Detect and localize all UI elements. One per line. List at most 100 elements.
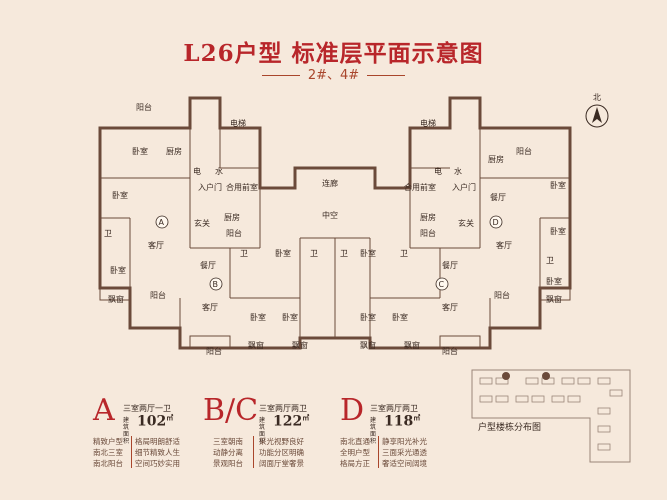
legend-bc-f2-0: 采光视野良好 bbox=[259, 437, 304, 446]
unit-badge-d-text: D bbox=[493, 218, 499, 227]
label-bay-d: 飘窗 bbox=[546, 294, 562, 304]
label-dining-c: 餐厅 bbox=[442, 261, 458, 270]
legend-bc-features-2: 采光视野良好 功能分区明确 阔面厅堂奢景 bbox=[259, 436, 304, 469]
legend-d-features-2: 静享阳光补光 三面采光通透 奢适空间阔境 bbox=[382, 436, 427, 469]
label-bedroom-c2: 卧室 bbox=[360, 312, 376, 322]
label-dining-b: 餐厅 bbox=[200, 261, 216, 270]
legend-bc-f2-1: 功能分区明确 bbox=[259, 448, 304, 457]
legend-a-features-1: 精致户型 南北三室 南北阳台 bbox=[93, 436, 123, 469]
legend-a-f2-2: 空间巧妙实用 bbox=[135, 459, 180, 468]
label-balcony-b-small: 阳台 bbox=[226, 228, 242, 238]
label-bay-a: 飘窗 bbox=[108, 294, 124, 304]
legend-d-features-1: 南北直通 全明户型 格局方正 bbox=[340, 436, 370, 469]
unit-badge-a-text: A bbox=[159, 218, 165, 227]
legend-d-f2-2: 奢适空间阔境 bbox=[382, 459, 427, 468]
legend-d-area-unit: ㎡ bbox=[413, 413, 421, 422]
legend-bc-area: 122㎡ bbox=[273, 413, 309, 430]
north-compass: 北 bbox=[584, 92, 610, 133]
site-buildings bbox=[479, 377, 623, 451]
label-kitchen-d: 厨房 bbox=[488, 154, 504, 164]
label-bedroom-b2: 卧室 bbox=[250, 312, 266, 322]
label-bedroom-b1: 卧室 bbox=[275, 248, 291, 258]
legend-bc-letter: B/C bbox=[203, 393, 259, 428]
bay-window-a bbox=[99, 287, 131, 301]
label-bath-b2: 卫 bbox=[310, 249, 318, 258]
legend-a-letter: A bbox=[93, 393, 115, 428]
subtitle-right-rule bbox=[367, 75, 406, 76]
building-markers bbox=[502, 372, 550, 380]
legend-bc-area-label-1: 建筑 bbox=[259, 417, 266, 431]
label-kitchen-c: 厨房 bbox=[420, 212, 436, 222]
legend-bc-f1-2: 景观阳台 bbox=[213, 459, 243, 468]
label-bath-b1: 卫 bbox=[240, 249, 248, 258]
legend-d-area: 118㎡ bbox=[384, 413, 420, 430]
unit-badge-d bbox=[489, 215, 503, 229]
label-living-c: 客厅 bbox=[442, 302, 458, 312]
label-atrium: 中空 bbox=[322, 210, 338, 220]
legend-bc-f1-1: 动静分离 bbox=[213, 448, 243, 457]
label-elec-right: 电 bbox=[434, 166, 442, 176]
legend-d-f1-2: 格局方正 bbox=[340, 459, 370, 468]
sitemap-label: 户型楼栋分布图 bbox=[478, 423, 542, 433]
label-kitchen-a: 厨房 bbox=[166, 146, 182, 156]
legend-a-area: 102㎡ bbox=[137, 413, 173, 430]
legend-a-f1-1: 南北三室 bbox=[93, 448, 123, 457]
label-bedroom-a-mid: 卧室 bbox=[112, 190, 128, 200]
label-balcony-d-bottom: 阳台 bbox=[494, 290, 510, 300]
legend-bc-divider bbox=[253, 436, 254, 468]
building-distribution-map bbox=[471, 369, 631, 463]
legend-a-area-label: 建筑 面积 bbox=[123, 417, 129, 445]
legend-a-area-label-1: 建筑 bbox=[123, 417, 130, 431]
label-bay-b: 飘窗 bbox=[248, 340, 264, 350]
label-corridor: 连廊 bbox=[322, 178, 338, 188]
bay-window-b bbox=[189, 335, 231, 349]
label-water-right: 水 bbox=[454, 166, 462, 176]
legend-a-area-unit: ㎡ bbox=[166, 413, 174, 422]
legend-d-area-value: 118 bbox=[384, 413, 414, 430]
legend-bc-features-1: 三室朝南 动静分离 景观阳台 bbox=[213, 436, 243, 469]
legend-bc-area-value: 122 bbox=[273, 413, 303, 430]
label-bath-a: 卫 bbox=[104, 229, 112, 238]
compass-arrow-icon bbox=[585, 104, 609, 128]
bay-window-c bbox=[439, 335, 481, 349]
legend-a-area-label-2: 面积 bbox=[123, 431, 130, 445]
legend-a-f2-1: 细节精致人生 bbox=[135, 448, 180, 457]
label-foyer-c: 玄关 bbox=[458, 218, 474, 228]
legend-a-features-2: 格局明朗舒适 细节精致人生 空间巧妙实用 bbox=[135, 436, 180, 469]
label-foyer-b: 玄关 bbox=[194, 218, 210, 228]
label-balcony-c: 阳台 bbox=[442, 346, 458, 356]
legend-d-area-label: 建筑 面积 bbox=[370, 417, 376, 445]
label-dining-d: 餐厅 bbox=[490, 193, 506, 202]
label-bedroom-a-top: 卧室 bbox=[132, 146, 148, 156]
legend-d-type: 三室两厅两卫 bbox=[370, 404, 418, 413]
legend-bc-f2-2: 阔面厅堂奢景 bbox=[259, 459, 304, 468]
legend-bc-area-label: 建筑 面积 bbox=[259, 417, 265, 445]
north-label: 北 bbox=[593, 93, 601, 102]
floor-plan: 阳台 卧室 厨房 电梯 电 水 入户门 合用前室 连廊 中空 卧室 卫 卧室 飘… bbox=[98, 96, 572, 356]
label-balcony-a-bottom: 阳台 bbox=[150, 290, 166, 300]
label-shared-hall-left: 合用前室 bbox=[226, 182, 258, 192]
legend-a-divider bbox=[131, 436, 132, 468]
unit-badge-c-text: C bbox=[439, 280, 445, 289]
label-bay-b2: 飘窗 bbox=[292, 340, 308, 350]
unit-badge-b-text: B bbox=[213, 280, 219, 289]
legend-bc-area-label-2: 面积 bbox=[259, 431, 266, 445]
legend-d-letter: D bbox=[340, 393, 365, 428]
label-balcony-c-small: 阳台 bbox=[420, 228, 436, 238]
legend-a-f1-2: 南北阳台 bbox=[93, 459, 123, 468]
site-boundary bbox=[471, 369, 631, 463]
legend-d-area-label-1: 建筑 bbox=[370, 417, 377, 431]
legend-d-f1-0: 南北直通 bbox=[340, 437, 370, 446]
label-bedroom-c3: 卧室 bbox=[392, 312, 408, 322]
label-elec-left: 电 bbox=[193, 166, 201, 176]
marker-pin-icon bbox=[542, 372, 550, 380]
legend-d-f2-1: 三面采光通透 bbox=[382, 448, 427, 457]
label-kitchen-b: 厨房 bbox=[224, 212, 240, 222]
legend-a-f2-0: 格局明朗舒适 bbox=[135, 437, 180, 446]
page-title: L26户型 标准层平面示意图 bbox=[183, 40, 484, 67]
label-bedroom-b3: 卧室 bbox=[282, 312, 298, 322]
label-entry-right: 入户门 bbox=[452, 182, 476, 192]
unit-badge-c bbox=[435, 277, 449, 291]
legend-bc-area-unit: ㎡ bbox=[302, 413, 310, 422]
